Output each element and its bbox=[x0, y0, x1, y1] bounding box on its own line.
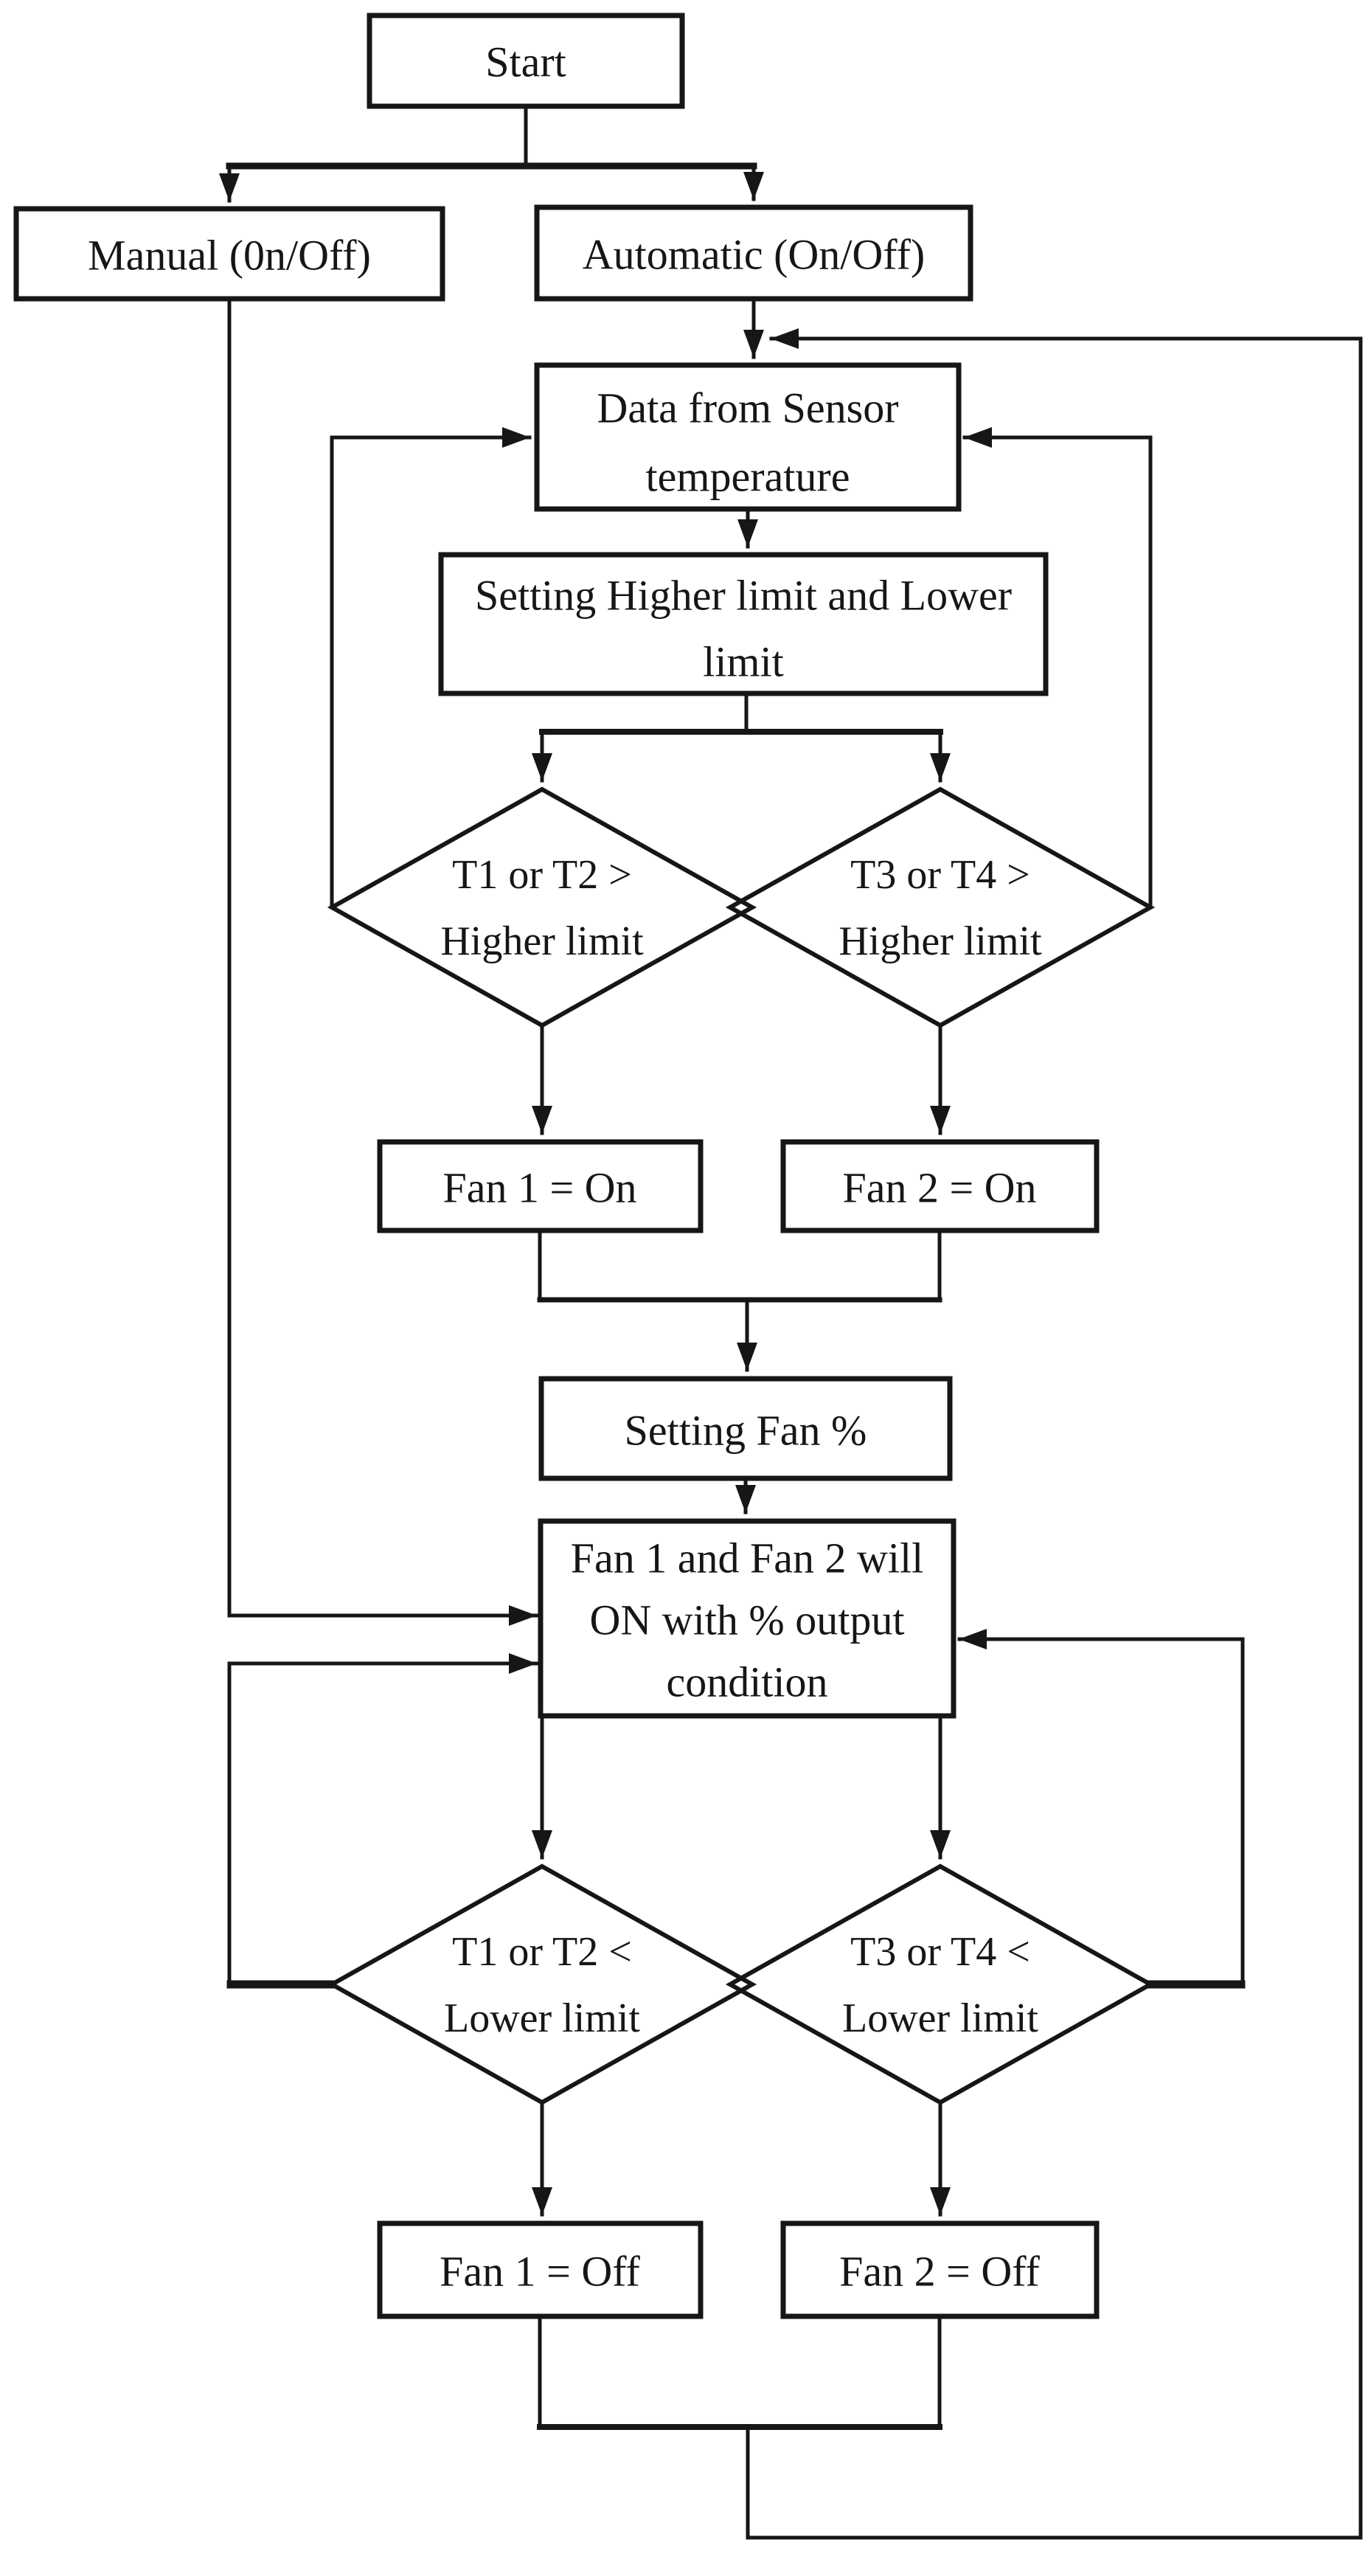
diamond-t12-lower bbox=[327, 1863, 757, 2105]
set-fan-node bbox=[538, 1376, 953, 1481]
t12-lower-label-line1: T1 or T2 < bbox=[452, 1929, 632, 1975]
diamond-t12-higher bbox=[327, 786, 757, 1028]
automatic-label: Automatic (On/Off) bbox=[583, 231, 925, 279]
start-node bbox=[367, 13, 685, 109]
data-sensor-label-line2: temperature bbox=[646, 453, 850, 501]
t34-lower-label-line1: T3 or T4 < bbox=[850, 1929, 1030, 1975]
labels: Start Manual (0n/Off) Automatic (On/Off)… bbox=[88, 38, 1042, 2296]
t12-higher-label-line1: T1 or T2 > bbox=[452, 852, 632, 898]
set-limits-node bbox=[438, 552, 1049, 696]
fan-output-label-line3: condition bbox=[666, 1658, 827, 1706]
t34-lower-label-line2: Lower limit bbox=[842, 1995, 1038, 2041]
manual-node bbox=[13, 206, 445, 302]
t12-higher-label-line2: Higher limit bbox=[440, 918, 644, 964]
fan1-off-label: Fan 1 = Off bbox=[440, 2248, 640, 2296]
edge-loop-t34-higher-to-data bbox=[962, 427, 1153, 910]
automatic-node bbox=[534, 204, 973, 302]
fan-output-label-line2: ON with % output bbox=[590, 1596, 905, 1644]
data-sensor-node bbox=[534, 362, 962, 512]
t34-higher-label-line2: Higher limit bbox=[838, 918, 1042, 964]
fan2-on-label: Fan 2 = On bbox=[842, 1164, 1036, 1212]
fan1-on-label: Fan 1 = On bbox=[442, 1164, 636, 1212]
fan-output-label-line1: Fan 1 and Fan 2 will bbox=[571, 1534, 923, 1582]
fan1-on-node bbox=[377, 1139, 704, 1233]
t12-lower-label-line2: Lower limit bbox=[444, 1995, 640, 2041]
manual-label: Manual (0n/Off) bbox=[88, 232, 371, 280]
edge-manual-to-output bbox=[227, 297, 538, 1626]
fan2-off-node bbox=[780, 2220, 1100, 2319]
diamond-t34-higher bbox=[725, 786, 1156, 1028]
edge-loop-t12-higher-to-data bbox=[330, 427, 532, 910]
data-sensor-label-line1: Data from Sensor bbox=[597, 384, 898, 432]
set-limits-label-line2: limit bbox=[703, 638, 784, 686]
t34-higher-label-line1: T3 or T4 > bbox=[850, 852, 1030, 898]
edge-main-return-loop bbox=[746, 328, 1363, 2540]
fan1-off-node bbox=[377, 2220, 704, 2319]
edges bbox=[219, 104, 1363, 2540]
diamond-t34-lower bbox=[725, 1863, 1156, 2105]
fan2-on-node bbox=[780, 1139, 1100, 1233]
nodes bbox=[13, 13, 1156, 2319]
set-fan-label: Setting Fan % bbox=[625, 1407, 867, 1455]
start-label: Start bbox=[485, 38, 566, 86]
fan2-off-label: Fan 2 = Off bbox=[839, 2248, 1040, 2296]
set-limits-label-line1: Setting Higher limit and Lower bbox=[475, 572, 1012, 620]
fan-output-node bbox=[538, 1518, 956, 1719]
